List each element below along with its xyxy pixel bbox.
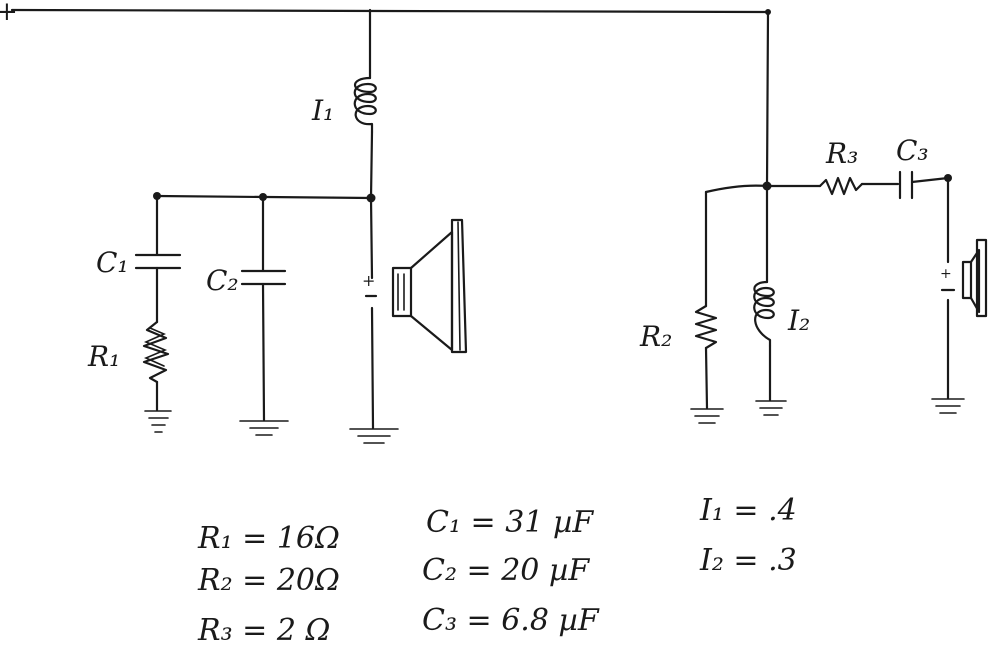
i1-lead-bottom	[369, 130, 374, 200]
value-c3: C₃ = 6.8 µF	[422, 603, 600, 638]
c2-lead-bottom	[261, 282, 266, 422]
value-r2: R₂ = 20Ω	[197, 563, 340, 598]
label-i2: I₂	[787, 304, 810, 337]
c3-lead-right	[910, 176, 950, 184]
speaker-plus-left: +	[362, 271, 375, 290]
ground-r2	[690, 408, 724, 424]
right-drop	[765, 10, 770, 188]
supply-rail	[10, 8, 770, 14]
inductor-i2	[753, 280, 775, 348]
speaker-lead-bottom	[370, 306, 375, 430]
inductor-i1	[353, 76, 377, 134]
label-i1: I₁	[311, 94, 334, 127]
value-c1: C₁ = 31 µF	[426, 505, 594, 540]
label-c2: C₂	[206, 264, 239, 297]
supply-plus-label: +	[0, 0, 18, 27]
value-r3: R₃ = 2 Ω	[197, 613, 330, 648]
value-i2: I₂ = .3	[699, 543, 797, 578]
label-r2: R₂	[639, 320, 672, 353]
resistor-r1-overdraw	[143, 327, 168, 367]
capacitor-c3	[898, 170, 914, 200]
resistor-r3	[818, 176, 864, 196]
label-r3: R₃	[825, 137, 858, 170]
resistor-r1	[142, 320, 170, 384]
value-r1: R₁ = 16Ω	[197, 521, 340, 556]
speaker-icon	[391, 218, 468, 354]
ground-speaker2	[931, 398, 965, 414]
value-i1: I₁ = .4	[699, 493, 797, 528]
resistor-r2	[694, 304, 718, 350]
speaker-plus-right: +	[940, 266, 952, 282]
ground-i2	[755, 400, 787, 416]
capacitor-c2	[240, 269, 287, 286]
speaker-lead-top	[369, 196, 374, 280]
label-r1: R₁	[87, 340, 120, 373]
label-c1: C₁	[96, 246, 129, 279]
ground-r1	[144, 410, 172, 433]
ground-speaker	[349, 428, 399, 444]
speaker2-icon	[961, 238, 988, 318]
right-bus-left	[704, 184, 769, 194]
value-c2: C₂ = 20 µF	[422, 553, 590, 588]
r2-lead-bottom	[704, 346, 709, 410]
label-c3: C₃	[896, 134, 929, 167]
ground-c2	[239, 420, 289, 436]
capacitor-c1	[134, 253, 182, 270]
